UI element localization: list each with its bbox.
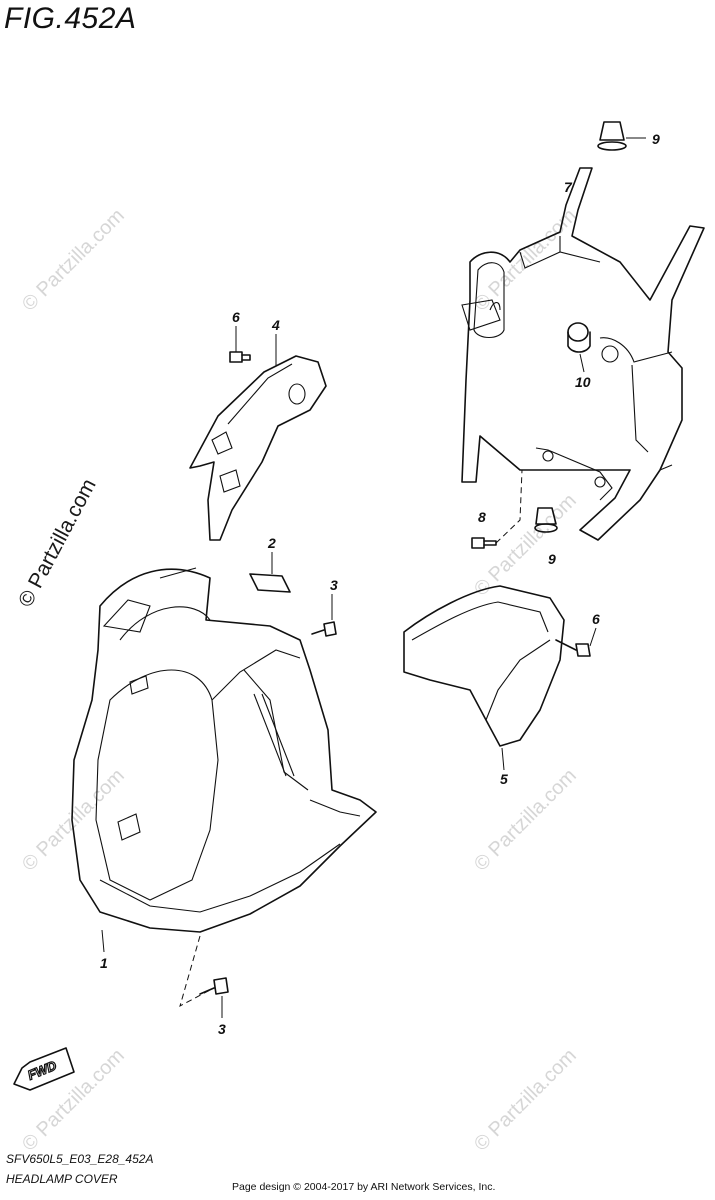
bolt-part-8 [471, 469, 523, 549]
callout-number: 1 [100, 955, 108, 971]
callout-number: 8 [478, 509, 486, 525]
fwd-arrow: FWD [13, 1047, 75, 1091]
headlamp-bracket-part-7 [461, 167, 705, 541]
label-part-2 [249, 552, 291, 593]
callout-number: 9 [652, 131, 660, 147]
screw-part-3-bottom [199, 977, 229, 1018]
callout-number: 6 [592, 611, 600, 627]
grommet-part-10 [567, 322, 591, 373]
side-panel-part-4 [189, 334, 327, 541]
callout-number: 5 [500, 771, 508, 787]
callout-number: 4 [271, 317, 280, 333]
clip-part-9-top [597, 121, 646, 151]
headlamp-cover-part-1 [71, 567, 377, 953]
inner-panel-part-5 [403, 585, 565, 771]
callout-number: 9 [548, 551, 556, 567]
figure-caption: HEADLAMP COVER [6, 1172, 118, 1186]
callout-number: 6 [232, 309, 240, 325]
callout-number: 10 [575, 374, 591, 390]
callout-number: 3 [218, 1021, 226, 1037]
model-code: SFV650L5_E03_E28_452A [6, 1152, 154, 1166]
screw-part-6-left [229, 326, 251, 363]
clip-part-9-bottom [534, 507, 558, 533]
callout-number: 3 [330, 577, 338, 593]
figure-title: FIG.452A [4, 2, 137, 35]
screw-part-3-top [311, 594, 337, 637]
copyright-notice: Page design © 2004-2017 by ARI Network S… [232, 1181, 496, 1193]
mounting-lead-line [179, 935, 211, 1007]
callout-number: 7 [564, 179, 573, 195]
screw-part-6-right [555, 627, 597, 657]
callout-number: 2 [267, 535, 276, 551]
